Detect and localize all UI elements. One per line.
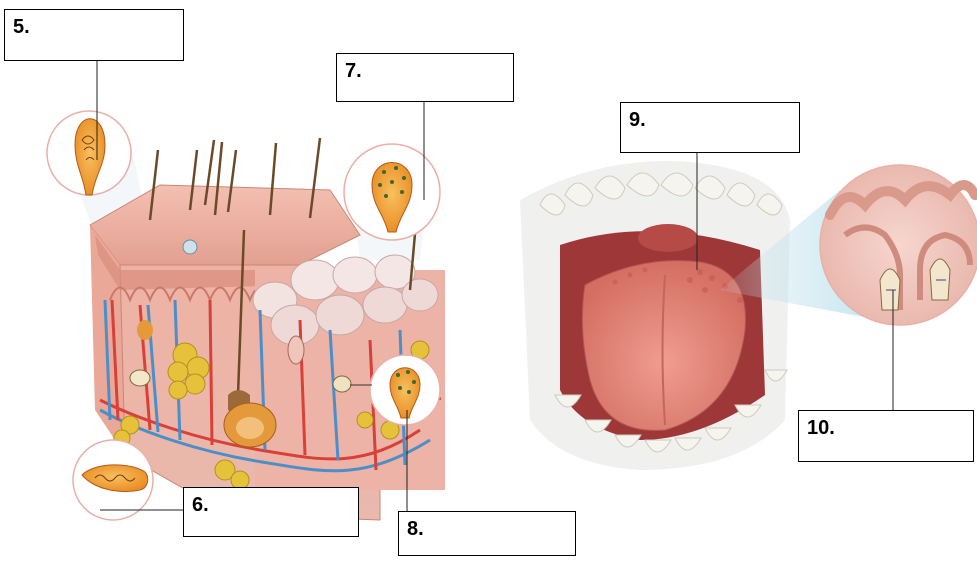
label-8-text: 8. xyxy=(407,518,424,541)
receptor-8-small xyxy=(333,376,351,392)
label-10-text: 10. xyxy=(807,417,835,440)
label-9-text: 9. xyxy=(629,109,646,132)
label-box-10[interactable]: 10. xyxy=(798,410,974,462)
label-7-text: 7. xyxy=(345,60,362,83)
label-box-6[interactable]: 6. xyxy=(183,487,359,537)
soft-palate xyxy=(638,224,698,252)
callout-circle-10 xyxy=(820,165,977,325)
pacinian-corpuscle-small xyxy=(130,370,150,386)
callout-circle-7 xyxy=(344,144,440,240)
callout-circle-5 xyxy=(47,111,131,195)
callout-circle-6 xyxy=(73,440,153,520)
mouth-illustration xyxy=(520,161,790,470)
label-5-text: 5. xyxy=(13,16,30,39)
label-box-5[interactable]: 5. xyxy=(4,9,184,61)
label-box-9[interactable]: 9. xyxy=(620,102,800,153)
meissner-corpuscle-small xyxy=(137,320,153,340)
label-6-text: 6. xyxy=(192,494,209,517)
ruffini-ending-small xyxy=(288,336,304,364)
label-box-7[interactable]: 7. xyxy=(336,53,514,102)
label-box-8[interactable]: 8. xyxy=(398,511,576,556)
merkel-disc-small xyxy=(183,240,197,254)
